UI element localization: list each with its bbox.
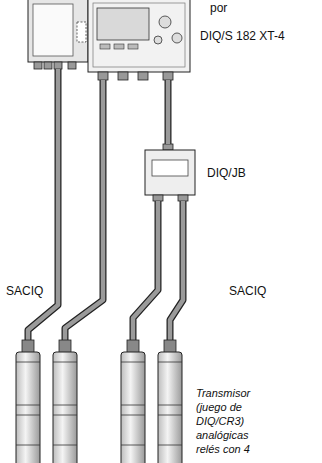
illustration-part — [153, 195, 163, 201]
illustration-part — [93, 3, 185, 67]
caption-fragment: por — [210, 1, 227, 15]
illustration-part — [121, 405, 145, 406]
illustration-part — [158, 352, 182, 463]
illustration-part — [158, 415, 182, 416]
illustration-part — [28, 69, 58, 342]
illustration-part — [77, 22, 86, 42]
illustration-part — [65, 80, 103, 342]
illustration-part — [16, 445, 40, 446]
illustration-part — [16, 362, 40, 363]
illustration-part — [118, 72, 128, 80]
illustration-part — [121, 362, 145, 363]
sensor-cables — [28, 69, 183, 342]
illustration-part — [53, 415, 77, 416]
illustration-part — [159, 16, 171, 28]
illustration-part — [54, 62, 62, 69]
illustration-part — [88, 0, 190, 72]
illustration-part — [172, 33, 182, 43]
illustration-part — [133, 201, 158, 342]
cable-label: SACIQ — [6, 284, 43, 298]
illustration-part — [98, 72, 108, 80]
sensors — [16, 340, 182, 463]
illustration-part — [22, 340, 34, 353]
illustration-part — [34, 62, 42, 69]
junction-box-node: DIQ/JB — [145, 144, 250, 201]
illustration-part — [28, 69, 58, 342]
bus-cable — [166, 80, 171, 144]
illustration-part — [158, 445, 182, 446]
illustration-part — [121, 352, 145, 463]
illustration-part — [163, 72, 173, 80]
illustration-part — [121, 415, 145, 416]
illustration-part — [158, 362, 182, 363]
junction-box — [145, 144, 195, 201]
illustration-part — [53, 352, 77, 463]
illustration-part — [16, 352, 40, 463]
terminal-box — [28, 0, 88, 69]
illustration-part — [127, 340, 139, 353]
illustration-part — [128, 44, 138, 49]
controller-housing — [88, 0, 190, 80]
illustration-part — [138, 72, 148, 80]
illustration-part — [65, 80, 103, 342]
illustration-part — [28, 0, 88, 62]
sensor-probe — [121, 340, 145, 463]
illustration-part — [145, 150, 195, 195]
illustration-part — [53, 362, 77, 363]
illustration-part — [163, 144, 173, 150]
illustration-part — [114, 44, 124, 49]
illustration-part — [53, 405, 77, 406]
illustration-part — [16, 415, 40, 416]
cable-label: SACIQ — [229, 284, 266, 298]
illustration-part — [53, 445, 77, 446]
device-label: DIQ/JB — [207, 166, 246, 180]
sensor-probe — [158, 340, 182, 463]
illustration-part — [16, 405, 40, 406]
sensor-probe — [16, 340, 40, 463]
cable-outline — [165, 80, 172, 144]
note-text: Transmisor (juego de DIQ/CR3) analógicas… — [196, 386, 268, 456]
controller-node: DIQ/S 182 XT-4 — [88, 0, 289, 80]
illustration-part — [158, 405, 182, 406]
illustration-part — [68, 62, 76, 69]
illustration-part — [154, 36, 162, 44]
device-label: DIQ/S 182 XT-4 — [200, 29, 285, 43]
illustration-part — [97, 8, 149, 40]
illustration-part — [152, 160, 188, 176]
illustration-part — [133, 201, 158, 342]
illustration-part — [44, 62, 52, 69]
sensor-probe — [53, 340, 77, 463]
illustration-part — [178, 195, 188, 201]
illustration-part — [33, 4, 73, 56]
illustration-part — [59, 340, 71, 353]
illustration-part — [170, 201, 183, 342]
illustration-part — [170, 201, 183, 342]
illustration-part — [164, 340, 176, 353]
illustration-part — [121, 445, 145, 446]
illustration-part — [100, 44, 110, 49]
